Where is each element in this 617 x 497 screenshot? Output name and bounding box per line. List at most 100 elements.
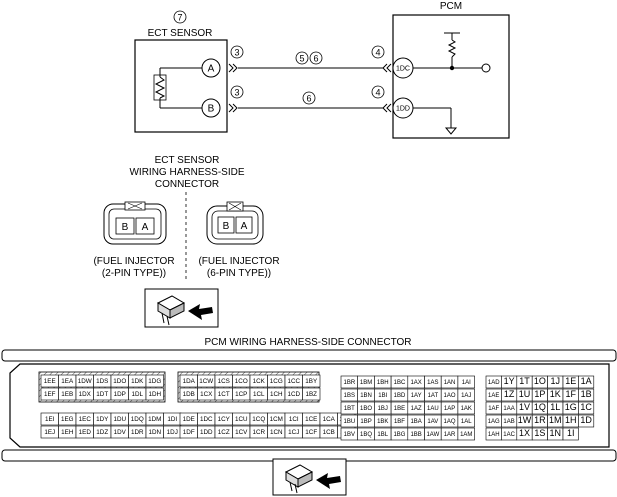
pcm-terminal-label: 1BH	[377, 380, 389, 386]
pcm-terminal-label: 1AR	[444, 432, 456, 438]
pcm-terminal-label: 1DZ	[96, 429, 108, 436]
ect-harness-title-line-1: ECT SENSOR	[155, 155, 220, 166]
pcm-terminal-label: 1X	[519, 428, 530, 438]
pcm-terminal-label: 1AV	[427, 419, 438, 425]
pcm-terminal-label: 1AK	[461, 406, 472, 412]
pcm-terminal-label: 1CB	[323, 429, 335, 436]
pcm-terminal-label: 1W	[518, 415, 532, 425]
pcm-terminal-label: 1DG	[148, 378, 161, 385]
pcm-terminal-label: 1K	[550, 389, 561, 399]
pcm-terminal-cell	[302, 387, 321, 401]
pcm-terminal-label: 1AO	[444, 393, 456, 399]
pcm-terminal-label: 1CL	[253, 391, 265, 398]
pcm-terminal-label: 1CN	[270, 429, 283, 436]
pcm-terminal-label: 1DQ	[131, 416, 144, 423]
pcm-terminal-label: 1O	[534, 376, 546, 386]
connector-6pin-pin-a: A	[241, 221, 248, 232]
pcm-terminal-label: 1A	[581, 376, 592, 386]
ect-wire-tag-top	[230, 45, 244, 59]
pcm-terminal-label: 1DC	[200, 416, 213, 423]
pcm-terminal-label: 1BM	[360, 380, 372, 386]
pcm-terminal-cell	[578, 401, 595, 415]
pcm-terminal-label: 1BB	[410, 432, 421, 438]
wires: 5 6 6	[228, 51, 392, 113]
pcm-terminal-label: 1AX	[410, 380, 421, 386]
pcm-terminal-label: 1CX	[200, 391, 213, 398]
pcm-terminal-label: 1AW	[426, 432, 439, 438]
pcm-terminal-label: 1CM	[270, 416, 283, 423]
pcm-wire-tag-top	[371, 45, 385, 59]
pcm-terminal-label: 1DO	[113, 378, 126, 385]
ect-sensor-box	[134, 39, 228, 133]
pcm-terminal-label: 1F	[565, 389, 576, 399]
pcm-terminal-label: 1BP	[360, 419, 371, 425]
connector-6pin-caption-line-1: (FUEL INJECTOR	[198, 256, 279, 267]
pcm-terminal-label: 1DB	[183, 391, 195, 398]
pcm-terminal-1dd-label: 1DD	[396, 106, 410, 113]
pcm-terminal-label: 1L	[550, 402, 560, 412]
pcm-terminal-label: 1Z	[504, 389, 515, 399]
wire-tag-top-1	[295, 51, 309, 65]
pcm-terminal-label: 1BQ	[360, 432, 372, 438]
ect-terminal-b	[201, 98, 221, 118]
ect-terminal-b-label: B	[208, 104, 215, 115]
ect-terminal-a-label: A	[208, 64, 215, 75]
pcm-terminal-label: 1AF	[488, 406, 499, 412]
ect-sensor-ref-marker	[173, 10, 187, 24]
pcm-terminal-label: 1AG	[488, 419, 500, 425]
pcm-terminal-label: 1CI	[289, 416, 299, 423]
pcm-terminal-label: 1CH	[270, 391, 283, 398]
pcm-terminal-label: 1CA	[323, 416, 336, 423]
pcm-terminal-cell	[145, 374, 164, 388]
pcm-terminal-label: 1CG	[270, 378, 283, 385]
pcm-terminal-label: 1DP	[114, 391, 126, 398]
pcm-terminal-label: 1DF	[183, 429, 195, 436]
pcm-terminal-1dc-label: 1DC	[396, 66, 410, 73]
pcm-terminal-label: 1DS	[96, 378, 108, 385]
pcm-terminal-label: 1Q	[534, 402, 546, 412]
ground-symbol	[413, 107, 458, 135]
pcm-terminal-label: 1BZ	[305, 391, 317, 398]
pcm-terminal-label: 1EB	[61, 391, 73, 398]
pcm-terminal-label: 1EJ	[44, 429, 55, 436]
pcm-terminal-label: 1AA	[503, 406, 514, 412]
pcm-terminal-label: 1AH	[488, 432, 500, 438]
pcm-terminal-label: 1AT	[428, 393, 439, 399]
pcm-title: PCM	[440, 1, 462, 12]
pcm-terminal-label: 1BO	[360, 406, 372, 412]
pcm-terminal-cell	[302, 374, 321, 388]
pcm-terminal-label: 1DL	[131, 391, 143, 398]
pcm-terminal-label: 1DA	[183, 378, 196, 385]
ect-sensor-ref-number: 7	[177, 13, 182, 23]
thermistor-symbol	[153, 67, 202, 109]
pcm-terminal-label: 1BF	[394, 419, 405, 425]
pcm-harness-title: PCM WIRING HARNESS-SIDE CONNECTOR	[204, 337, 411, 348]
pcm-pullup-circuit	[413, 32, 491, 73]
ect-wire-tag-top-label: 3	[234, 48, 239, 58]
pcm-terminal-label: 1DY	[96, 416, 109, 423]
connector-2pin-caption-line-2: (2-PIN TYPE))	[102, 268, 166, 279]
pcm-terminal-label: 1P	[534, 389, 545, 399]
pcm-terminal-label: 1CP	[235, 391, 247, 398]
pcm-terminal-label: 1E	[565, 376, 576, 386]
connector-2pin-pin-b: B	[122, 222, 129, 233]
pcm-terminal-label: 1AZ	[411, 406, 422, 412]
pcm-terminal-cell	[578, 388, 595, 402]
wire-tag-top-2	[309, 51, 323, 65]
pcm-terminal-label: 1BA	[410, 419, 421, 425]
pcm-terminal-label: 1CJ	[288, 429, 299, 436]
pcm-terminal-label: 1AD	[488, 380, 500, 386]
pcm-terminal-label: 1CD	[287, 391, 300, 398]
pcm-terminal-label: 1AU	[427, 406, 439, 412]
wire-tag-top-2-label: 6	[313, 54, 318, 64]
pcm-box	[392, 14, 510, 139]
pcm-terminal-label: 1H	[565, 415, 577, 425]
pcm-terminal-label: 1BC	[394, 380, 406, 386]
pcm-terminal-cell	[457, 401, 475, 415]
ect-sensor-title: ECT SENSOR	[148, 28, 213, 39]
connector-6pin: B A	[206, 201, 264, 245]
connector-2pin-caption-line-1: (FUEL INJECTOR	[93, 256, 174, 267]
ect-wire-tag-bottom	[230, 85, 244, 99]
